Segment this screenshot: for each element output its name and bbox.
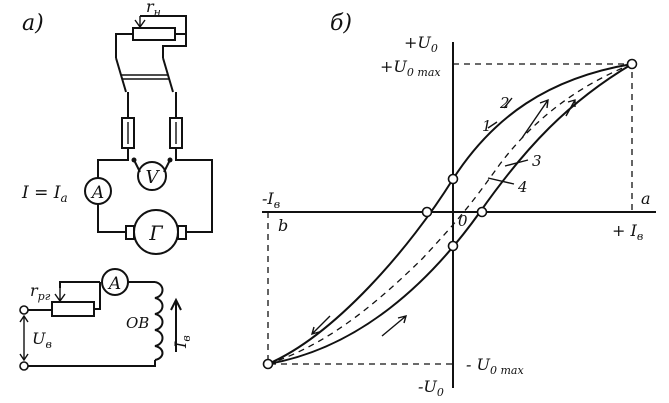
wire-right-side [175,148,213,233]
load-rheostat-body [132,27,176,41]
label-plus-u0max: +U0 max [380,57,441,79]
point-coercive-negative [421,206,433,218]
hysteresis-diagram: б) +U0 +U0 max - U0 max -U0 -Iв [262,11,656,399]
field-winding-coil [154,281,164,361]
generator-circle [133,209,179,255]
load-rheostat: rн [115,0,187,58]
generator-brush-left [125,225,135,240]
ammeter-armature-circle [84,177,112,205]
generator-symbol: Г [148,221,163,245]
label-minus-u0: -U0 [418,377,444,399]
point-coercive-positive [476,206,488,218]
switch-link-bar [121,74,169,80]
label-plus-iv: + Iв [612,221,643,243]
label-origin: 0 [458,212,468,230]
field-circuit: A rрг ОВ Uв Iв [19,268,193,371]
wire-left-bottom [97,204,126,233]
point-residual-negative [447,240,459,252]
label-point-b: b [278,216,288,235]
switch-output-wires [127,92,177,118]
ref-line-max-positive [453,63,633,212]
label-minus-u0max: - U0 max [466,355,524,377]
load-rheostat-right-wire [162,34,187,58]
field-current-label: Iв [171,335,193,349]
ammeter-armature-symbol: A [90,183,104,203]
load-rheostat-left-wire [115,33,133,58]
curve-ascending-branch [267,63,633,365]
field-voltage-label: Uв [32,329,52,351]
leader-curve-4 [487,177,515,185]
label-curve-3: 3 [532,152,542,170]
ammeter-field-symbol: A [107,274,121,294]
leader-curve-2 [503,97,513,109]
voltmeter-circle [137,161,167,191]
ref-line-max-negative [267,212,453,365]
field-rheostat-tap-wire [59,281,100,288]
curve-descending-branch [267,63,633,365]
point-residual-positive [447,173,459,185]
wire-left-top [97,148,129,178]
label-plus-u0: +U0 [404,33,438,55]
point-max-negative [262,358,274,370]
field-rheostat-slider-arrow [54,288,66,303]
field-rheostat-bypass-wire [94,282,101,310]
panel-a-label: а) [22,11,44,36]
label-curve-4: 4 [517,178,528,196]
field-winding-label: ОВ [126,314,149,332]
voltmeter-symbol: V [146,167,161,188]
label-minus-iv: -Iв [262,189,280,211]
leader-curve-3 [504,159,529,167]
arrow-upper-ascending [565,99,576,117]
field-rheostat-label: rрг [30,281,51,303]
arrow-lower-ascending [381,315,408,337]
junction-right [167,157,173,163]
leader-curve-1 [487,121,498,129]
panel-b-label: б) [330,11,352,36]
load-rheostat-label: rн [146,0,161,19]
generator-brush-right [177,225,187,240]
circuit-diagram: а) rн V [19,0,213,371]
load-rheostat-slider-arrow [134,16,146,29]
label-curve-1: 1 [482,117,492,135]
arrow-lower-descending [310,315,331,336]
point-max-positive [626,58,638,70]
field-current-arrow [170,297,182,352]
curve-dashed-middle [267,63,633,365]
field-rheostat-body [51,301,95,317]
junction-left [131,157,137,163]
label-point-a: a [641,189,651,208]
field-wire-bottom [24,360,156,367]
field-terminal-bottom [19,361,29,371]
armature-current-label: I = Iа [21,183,68,205]
arrow-upper-descending [521,98,549,139]
load-rheostat-loop-wire [140,15,187,35]
field-terminal-top [19,305,29,315]
knife-switch [115,57,177,118]
label-curve-2: 2 [499,94,510,112]
field-voltage-arrow [19,314,29,362]
